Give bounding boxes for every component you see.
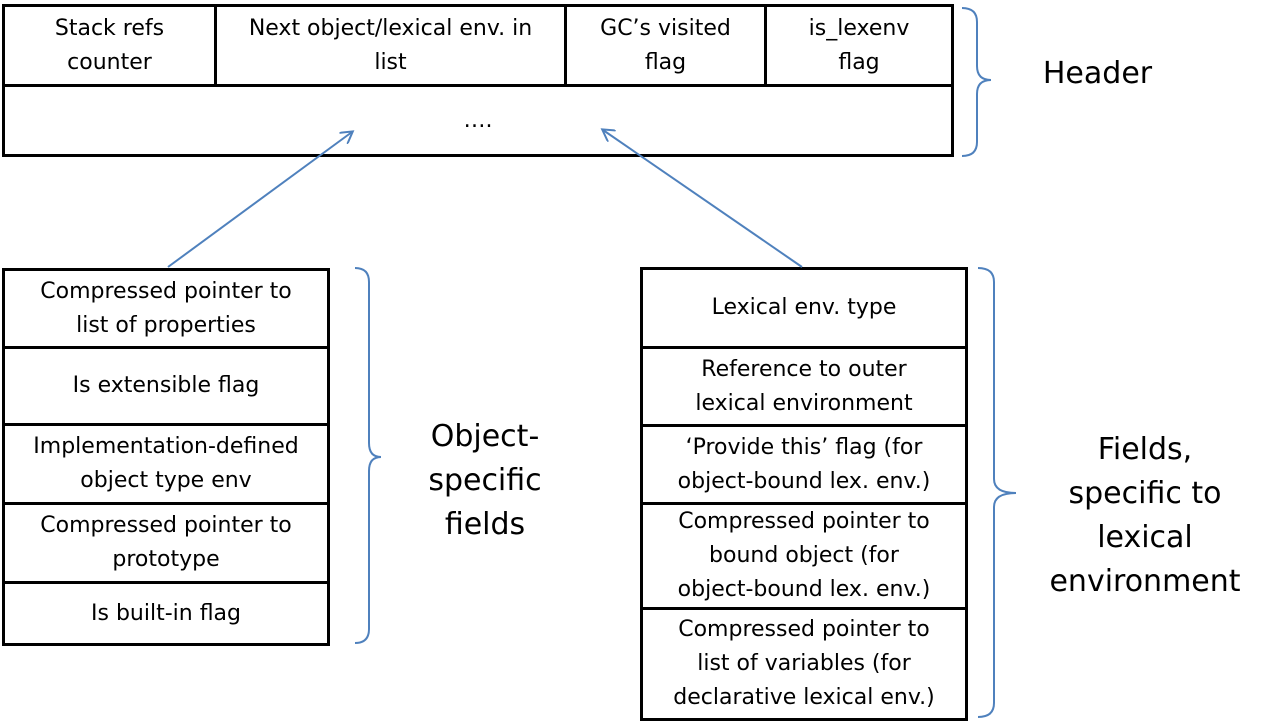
lexenv-field: Compressed pointer to bound object (for … (677, 509, 931, 602)
object-field-row: Is extensible flag (5, 349, 327, 426)
lexenv-to-header-arrow (603, 130, 803, 268)
object-field-row: Is built-in flag (5, 584, 327, 643)
header-brace (961, 7, 992, 157)
gc-visited-flag-field: GC’s visited flag (567, 7, 767, 84)
lexenv-field-row: Lexical env. type (643, 270, 965, 349)
object-field: Implementation-defined object type env (33, 434, 299, 493)
lexenv-field-row: Compressed pointer to list of variables … (643, 610, 965, 718)
object-field-row: Compressed pointer to list of properties (5, 271, 327, 349)
is-lexenv-flag-field: is_lexenv flag (808, 15, 910, 75)
lexenv-field-row: Compressed pointer to bound object (for … (643, 505, 965, 610)
object-field: Is extensible flag (72, 373, 260, 398)
next-object-field: Next object/lexical env. in list (217, 7, 567, 84)
lexenv-field: Compressed pointer to list of variables … (673, 617, 935, 710)
object-field-row: Compressed pointer to prototype (5, 505, 327, 584)
header-structure: Stack refs counter Next object/lexical e… (2, 4, 954, 157)
header-label: Header (1042, 56, 1153, 91)
object-fields-brace (354, 267, 382, 644)
lexenv-fields-brace (977, 267, 1017, 718)
object-specific-fields-label: Object- specific fields (428, 419, 542, 542)
header-fields-row: Stack refs counter Next object/lexical e… (5, 7, 951, 87)
lexenv-field: ‘Provide this’ flag (for object-bound le… (677, 434, 931, 494)
header-continuation: …. (463, 107, 493, 133)
lexenv-field-row: Reference to outer lexical environment (643, 349, 965, 427)
object-to-header-arrow (167, 132, 352, 268)
object-field: Compressed pointer to prototype (40, 513, 292, 572)
object-field-row: Implementation-defined object type env (5, 426, 327, 505)
lexenv-field: Lexical env. type (711, 295, 897, 320)
lexenv-field: Reference to outer lexical environment (695, 356, 913, 416)
header-continuation-row: …. (5, 87, 951, 154)
lexenv-field-row: ‘Provide this’ flag (for object-bound le… (643, 427, 965, 505)
object-field: Compressed pointer to list of properties (40, 278, 292, 338)
stack-refs-counter-field: Stack refs counter (5, 7, 217, 84)
object-fields-structure: Compressed pointer to list of properties… (2, 268, 330, 646)
lexenv-specific-fields-label: Fields, specific to lexical environment (1049, 432, 1241, 599)
object-field: Is built-in flag (91, 600, 241, 626)
lexenv-fields-structure: Lexical env. type Reference to outer lex… (640, 267, 968, 721)
